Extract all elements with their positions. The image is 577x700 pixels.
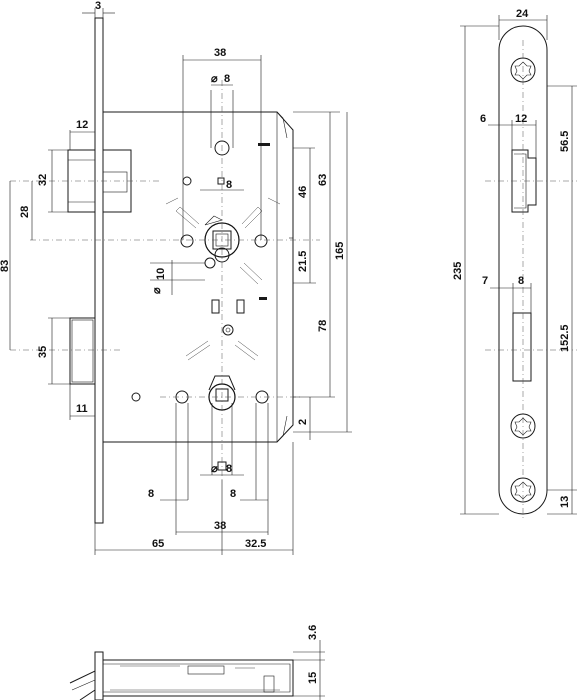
- label-dim-32-5: 32.5: [245, 538, 266, 550]
- label-dim-83: 83: [0, 260, 11, 272]
- label-bottom-38: 38: [214, 520, 226, 532]
- label-bolt-slot-7: 7: [482, 275, 488, 287]
- label-latch-slot-12: 12: [515, 113, 527, 125]
- motion-arrows: [165, 197, 281, 361]
- label-bolt-throw-11: 11: [76, 403, 88, 415]
- label-bottom-8-left: 8: [148, 488, 154, 500]
- label-dim-13: 13: [559, 496, 571, 508]
- faceplate-dimension-lines: [460, 15, 577, 515]
- latch-slot: [511, 149, 537, 213]
- label-bottom-8-right: 8: [230, 488, 236, 500]
- bolt-slot: [512, 312, 532, 382]
- label-faceplate-thickness: 3: [95, 0, 101, 12]
- front-dimension-lines: [9, 8, 352, 555]
- label-dim-63: 63: [317, 174, 329, 186]
- label-diameter-symbol-top: ⌀: [211, 73, 218, 85]
- label-bolt-slot-8: 8: [518, 275, 524, 287]
- label-dim-152-5: 152.5: [559, 324, 571, 352]
- label-spindle-square-8: 8: [226, 179, 232, 191]
- label-dim-21-5: 21.5: [297, 251, 309, 272]
- label-dim-2: 2: [297, 419, 309, 425]
- label-face-length-235: 235: [452, 262, 464, 280]
- label-diameter-8-top: 8: [224, 73, 230, 85]
- label-diameter-symbol-bottom: ⌀: [211, 463, 218, 475]
- label-dim-56-5: 56.5: [559, 131, 571, 152]
- label-dim-46: 46: [297, 186, 309, 198]
- label-profile-15: 15: [307, 672, 319, 684]
- profile-dimension-lines: [293, 640, 325, 700]
- label-diameter-symbol-10: ⌀: [151, 287, 163, 294]
- lock-front-view: [10, 17, 320, 524]
- label-latch-depth-12: 12: [76, 119, 88, 131]
- faceplate-view: [485, 25, 577, 520]
- label-cylinder-8-bottom: 8: [226, 463, 232, 475]
- label-face-width-24: 24: [516, 8, 529, 20]
- lock-case: [103, 111, 294, 443]
- profile-dimension-labels: 3.6 15: [307, 625, 319, 684]
- front-dimension-labels: 3 38 ⌀ 8 12 32 28 8 46 63 165 21.5 ⌀ 10 …: [0, 0, 346, 550]
- label-profile-3-6: 3.6: [307, 625, 319, 640]
- label-bolt-height-35: 35: [37, 346, 49, 358]
- label-dim-78: 78: [317, 320, 329, 332]
- profile-view: [69, 651, 294, 700]
- label-latch-offset-28: 28: [19, 206, 31, 218]
- profile-case: [103, 659, 294, 697]
- label-latch-height-32: 32: [37, 174, 49, 186]
- label-backset-65: 65: [152, 538, 164, 550]
- label-diameter-10: 10: [155, 268, 167, 280]
- label-dim-165: 165: [334, 242, 346, 260]
- faceplate-dimension-labels: 24 235 6 12 56.5 7 8 152.5 13: [452, 8, 571, 508]
- faceplate: [94, 17, 104, 524]
- label-backset-38-top: 38: [214, 47, 226, 59]
- label-latch-slot-6: 6: [480, 113, 486, 125]
- deadbolt: [69, 317, 96, 385]
